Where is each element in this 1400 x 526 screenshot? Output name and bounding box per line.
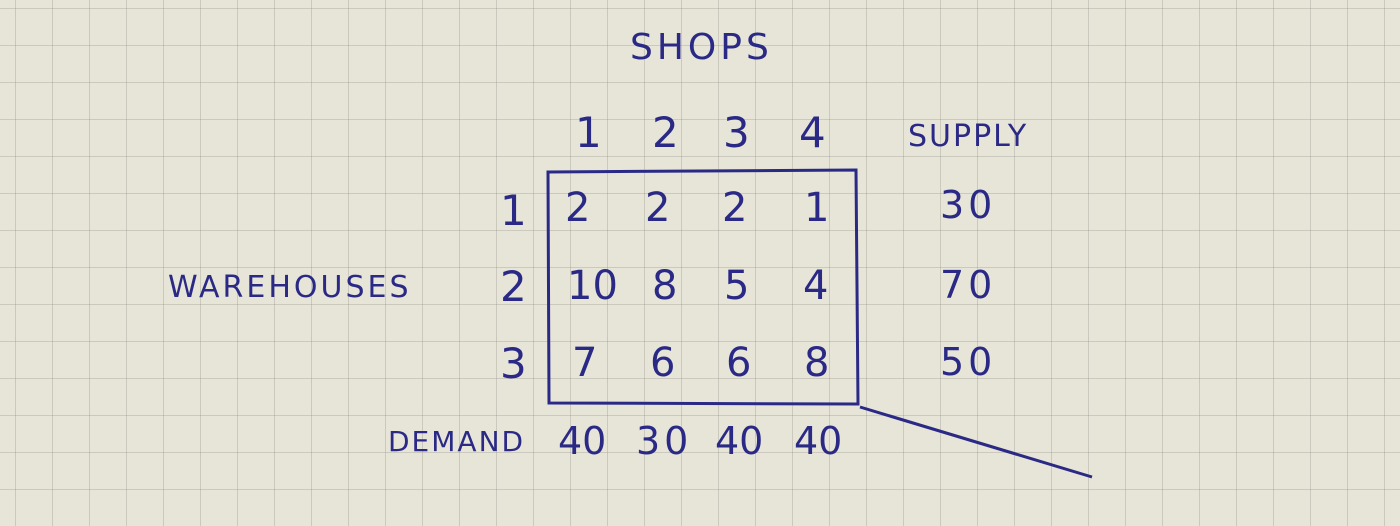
cost-cell-1-2: 2 <box>645 185 671 231</box>
supply-value-warehouse-3: 50 <box>940 340 997 384</box>
matrix-border <box>546 168 860 406</box>
row-label-warehouse-3: 3 <box>500 339 527 388</box>
shops-heading: SHOPS <box>630 27 773 68</box>
warehouses-heading: WAREHOUSES <box>168 270 412 305</box>
cost-cell-3-4: 8 <box>804 340 830 386</box>
cost-cell-1-1: 2 <box>565 185 591 231</box>
supply-value-warehouse-1: 30 <box>940 183 997 227</box>
demand-value-shop-1: 40 <box>558 419 607 463</box>
column-header-shop-2: 2 <box>652 108 679 157</box>
row-label-warehouse-1: 1 <box>500 186 527 235</box>
demand-label: DEMAND <box>388 425 526 458</box>
cost-cell-2-3: 5 <box>724 263 750 309</box>
cost-cell-2-4: 4 <box>803 263 829 309</box>
cost-cell-3-3: 6 <box>726 340 752 386</box>
column-header-shop-1: 1 <box>575 108 602 157</box>
column-header-shop-3: 3 <box>723 108 750 157</box>
cost-cell-1-3: 2 <box>722 185 748 231</box>
cost-cell-3-1: 7 <box>572 340 598 386</box>
supply-heading: SUPPLY <box>908 119 1029 154</box>
cost-cell-2-2: 8 <box>652 263 678 309</box>
row-label-warehouse-2: 2 <box>500 262 527 311</box>
demand-value-shop-2: 30 <box>636 419 693 463</box>
cost-cell-2-1: 10 <box>567 263 618 309</box>
cost-cell-1-4: 1 <box>804 185 830 231</box>
demand-value-shop-3: 40 <box>715 419 764 463</box>
column-header-shop-4: 4 <box>799 108 826 157</box>
cost-cell-3-2: 6 <box>650 340 676 386</box>
pointer-line <box>859 405 1093 479</box>
supply-value-warehouse-2: 70 <box>940 263 997 307</box>
demand-value-shop-4: 40 <box>794 419 843 463</box>
